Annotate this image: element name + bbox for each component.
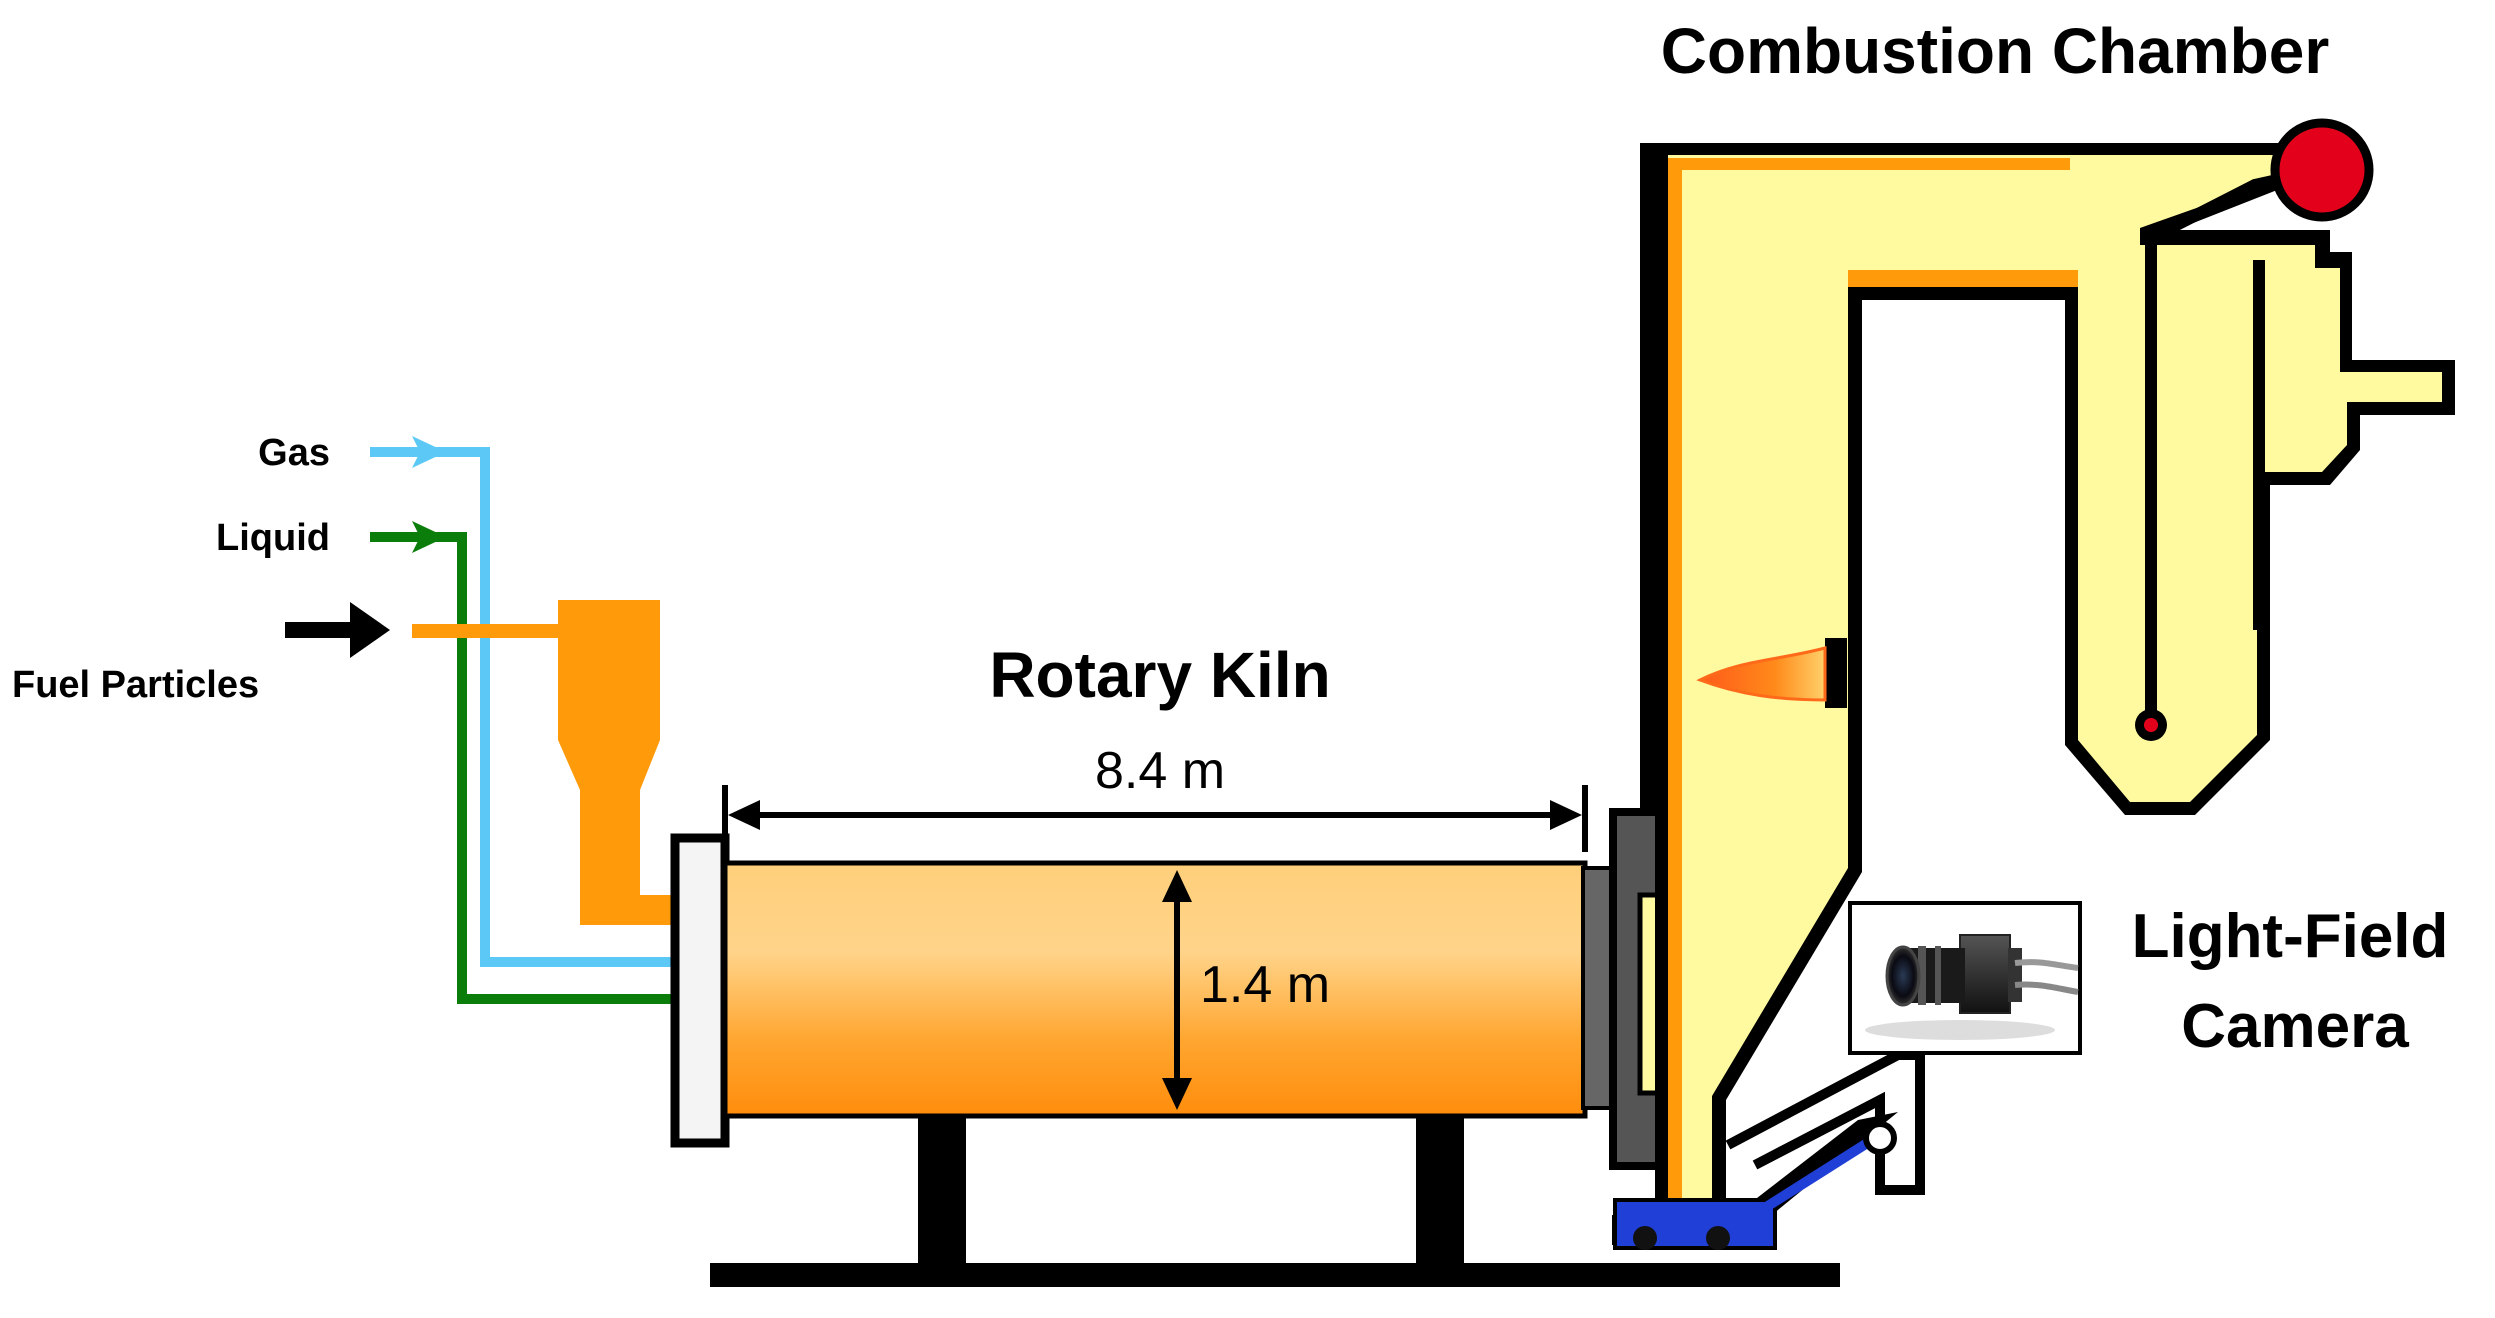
fuel-hopper bbox=[412, 600, 675, 925]
rotary-kiln-label: Rotary Kiln bbox=[989, 639, 1330, 711]
length-dimension bbox=[722, 785, 1588, 852]
kiln-rear-flange bbox=[1581, 866, 1615, 1110]
kiln-support-left bbox=[918, 1118, 966, 1266]
camera-label-line2: Camera bbox=[2181, 992, 2409, 1061]
kiln-diameter-label: 1.4 m bbox=[1200, 956, 1330, 1014]
combustion-chamber-label: Combustion Chamber bbox=[1661, 15, 2329, 87]
gas-label: Gas bbox=[258, 432, 330, 474]
burner-nozzle bbox=[1825, 638, 1847, 708]
fuel-particles-arrow bbox=[285, 602, 390, 658]
camera-label-line1: Light-Field bbox=[2132, 902, 2449, 971]
rotary-kiln-body bbox=[722, 860, 1588, 1119]
light-field-camera-photo-icon bbox=[1848, 901, 2082, 1055]
kiln-length-label: 8.4 m bbox=[1095, 742, 1225, 800]
diameter-dimension bbox=[1162, 870, 1192, 1110]
kiln-support-right bbox=[1416, 1118, 1464, 1266]
ground-base bbox=[710, 1263, 1840, 1287]
kiln-front-plate bbox=[670, 833, 730, 1148]
gas-line bbox=[370, 436, 675, 967]
fuel-particles-label: Fuel Particles bbox=[12, 664, 259, 706]
liquid-line bbox=[370, 521, 675, 1004]
burner-icon bbox=[2270, 118, 2374, 222]
combustion-chamber bbox=[1640, 143, 2455, 1215]
flame-icon bbox=[1696, 646, 1827, 702]
liquid-label: Liquid bbox=[216, 517, 330, 559]
